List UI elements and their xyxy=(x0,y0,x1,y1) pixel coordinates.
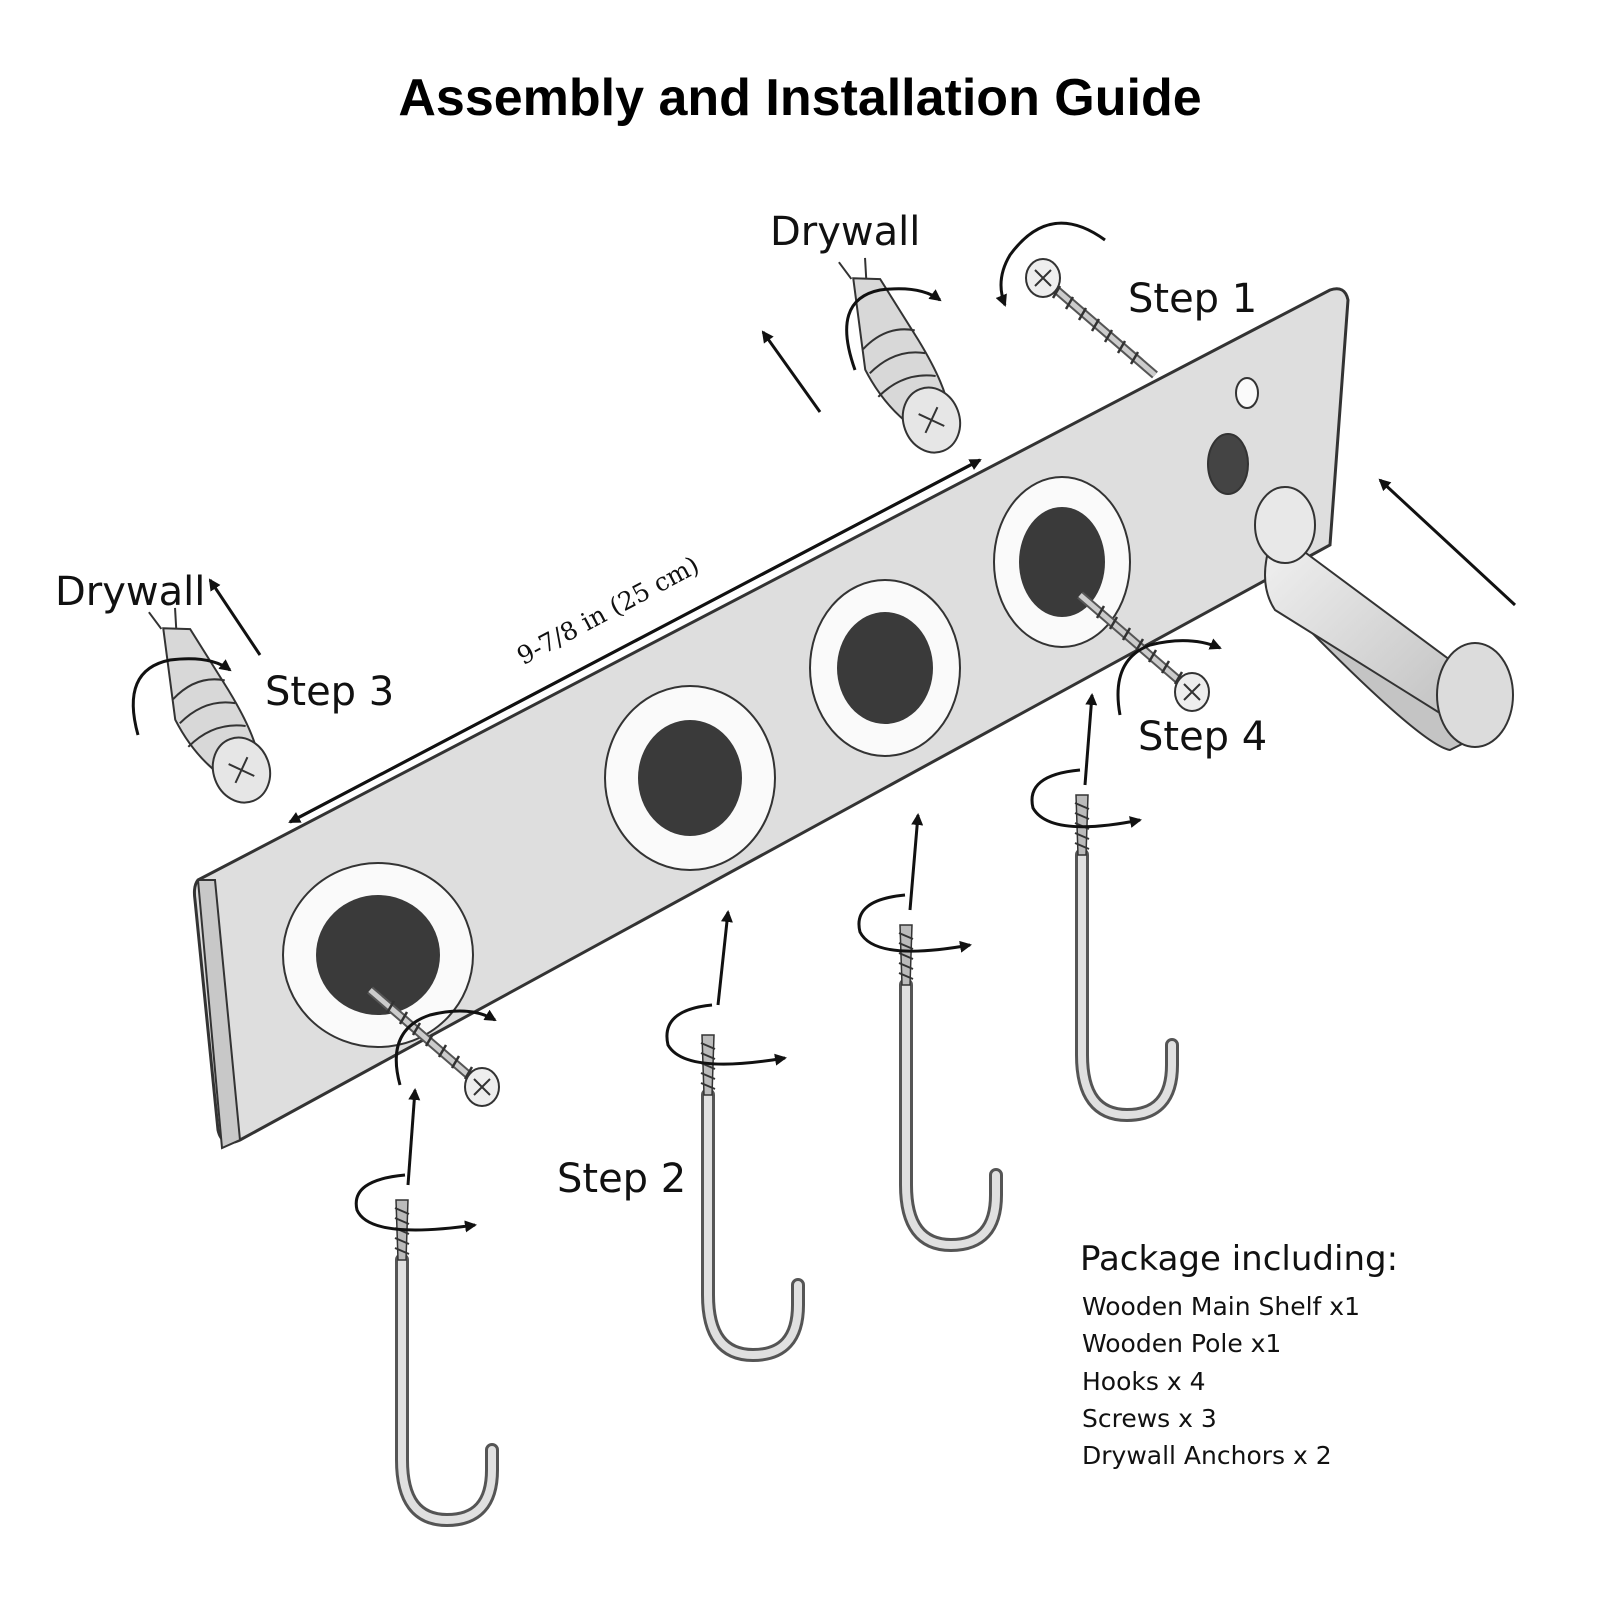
hook-icon xyxy=(1075,795,1172,1115)
rotate-arrow-icon xyxy=(131,657,232,736)
rotate-arrow-icon xyxy=(857,893,972,953)
hook-insert-arrow-1 xyxy=(406,1088,421,1186)
rotate-arrow-icon xyxy=(845,287,942,371)
package-heading: Package including: xyxy=(1080,1239,1398,1279)
hook-insert-arrow-3 xyxy=(908,813,924,911)
package-item: Wooden Main Shelf x1 xyxy=(1082,1292,1360,1321)
hook-recess-2 xyxy=(604,685,776,871)
mounting-hole-small xyxy=(1235,377,1259,409)
hook-icon xyxy=(899,925,996,1245)
step-1-label: Step 1 xyxy=(1128,276,1257,322)
rotate-arrow-icon xyxy=(665,1003,787,1066)
package-list: Package including: Wooden Main Shelf x1 … xyxy=(1080,1239,1398,1470)
hook-insert-arrow-4 xyxy=(1083,693,1098,786)
hook-recess-1 xyxy=(282,862,474,1048)
drywall-label-left: Drywall xyxy=(55,569,205,615)
package-item: Wooden Pole x1 xyxy=(1082,1329,1281,1358)
wooden-main-shelf xyxy=(192,287,1350,1150)
pole-insert-arrow xyxy=(1378,478,1517,607)
step-4-label: Step 4 xyxy=(1138,714,1267,760)
rotate-arrow-icon xyxy=(1116,638,1222,716)
anchor-insert-arrow-left xyxy=(208,578,262,656)
package-item: Hooks x 4 xyxy=(1082,1367,1206,1396)
drywall-label-top: Drywall xyxy=(770,209,920,255)
rotate-arrow-icon xyxy=(354,1173,477,1233)
step-2-label: Step 2 xyxy=(557,1156,686,1202)
hook-icon xyxy=(395,1200,492,1520)
hook-icon xyxy=(701,1035,798,1355)
hook-insert-arrow-2 xyxy=(716,910,733,1006)
package-item: Drywall Anchors x 2 xyxy=(1082,1441,1332,1470)
anchor-insert-arrow-top xyxy=(761,330,822,413)
mounting-hole-pole xyxy=(1207,433,1249,495)
rotate-arrow-icon xyxy=(995,221,1106,307)
page-title: Assembly and Installation Guide xyxy=(398,69,1201,127)
rotate-arrow-icon xyxy=(394,1009,497,1086)
hook-recess-3 xyxy=(809,579,961,757)
step-3-label: Step 3 xyxy=(265,669,394,715)
wooden-pole-icon xyxy=(1254,486,1514,752)
rotate-arrow-icon xyxy=(1030,768,1142,829)
drywall-anchor-icon xyxy=(136,590,281,818)
package-item: Screws x 3 xyxy=(1082,1404,1217,1433)
